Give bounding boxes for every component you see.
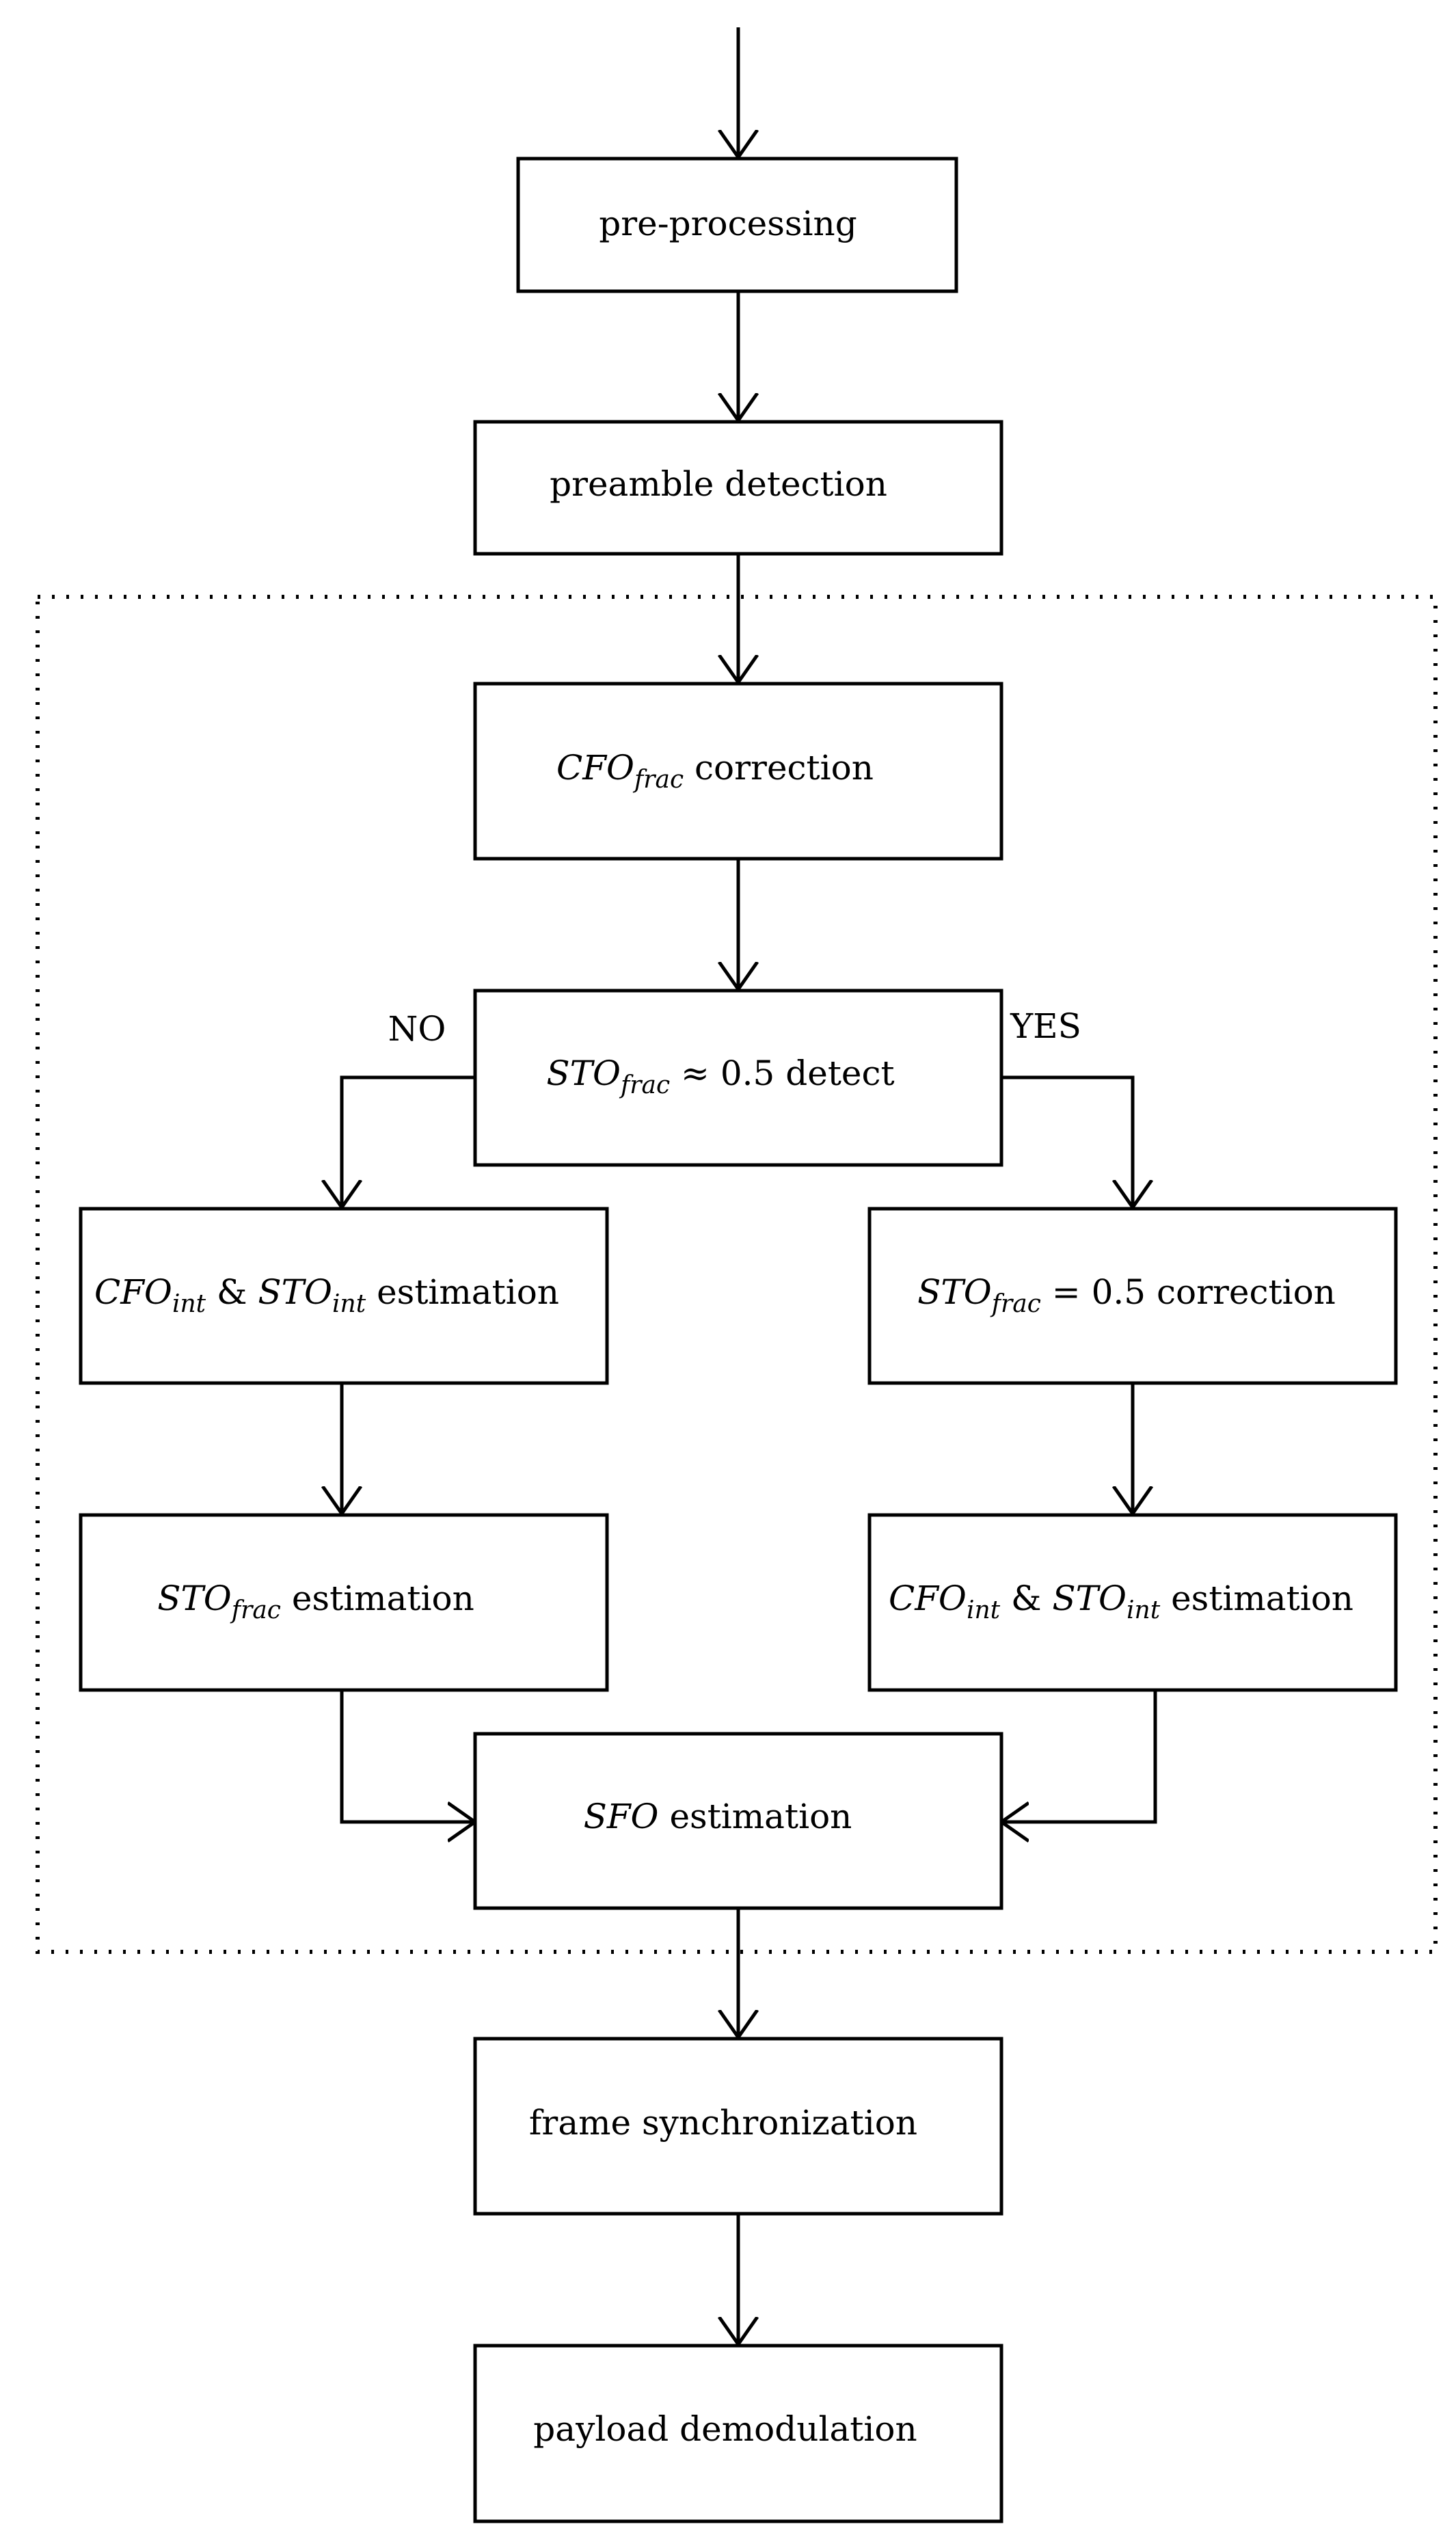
- left-cfo-sto-int-estimation-box: [79, 1207, 609, 1385]
- sto-frac-half-correction-box: [867, 1207, 1398, 1385]
- sfo-estimation-label: SFO estimation: [584, 1797, 852, 1836]
- arrow-sto-frac-estimation-to-sfo: [340, 1690, 475, 1822]
- sfo-estimation-box: [473, 1732, 1003, 1910]
- cfo-frac-correction-label: CFOfrac correction: [556, 748, 874, 794]
- preamble-detection-box: [473, 420, 1003, 556]
- payload-demodulation-box: [473, 2344, 1003, 2523]
- right-cfo-sto-int-estimation-box: [867, 1513, 1398, 1692]
- sto-frac-half-correction-label: STOfrac = 0.5 correction: [917, 1272, 1336, 1318]
- sto-frac-estimation-box: [79, 1513, 609, 1692]
- right-cfo-sto-int-estimation-label: CFOint & STOint estimation: [889, 1579, 1353, 1624]
- yes-branch-label: YES: [1010, 1006, 1081, 1046]
- frame-synchronization-box: [473, 2037, 1003, 2216]
- pre-processing-box: [516, 157, 958, 293]
- sto-frac-detect-box: [473, 989, 1003, 1167]
- payload-demodulation-label: payload demodulation: [533, 2409, 917, 2449]
- arrow-right-int-to-sfo: [1001, 1690, 1157, 1822]
- connectors: [340, 27, 1157, 2344]
- left-cfo-sto-int-estimation-label: CFOint & STOint estimation: [94, 1272, 559, 1318]
- sto-frac-estimation-label: STOfrac estimation: [157, 1579, 474, 1624]
- sto-frac-detect-label: STOfrac ≈ 0.5 detect: [546, 1054, 894, 1099]
- cfo-frac-correction-box: [473, 682, 1003, 861]
- arrow-yes-branch: [1001, 1075, 1133, 1207]
- preamble-detection-label: preamble detection: [550, 464, 887, 504]
- no-branch-label: NO: [388, 1009, 446, 1049]
- frame-synchronization-label: frame synchronization: [529, 2103, 917, 2143]
- arrow-no-branch: [342, 1075, 475, 1207]
- pre-processing-label: pre-processing: [599, 204, 857, 243]
